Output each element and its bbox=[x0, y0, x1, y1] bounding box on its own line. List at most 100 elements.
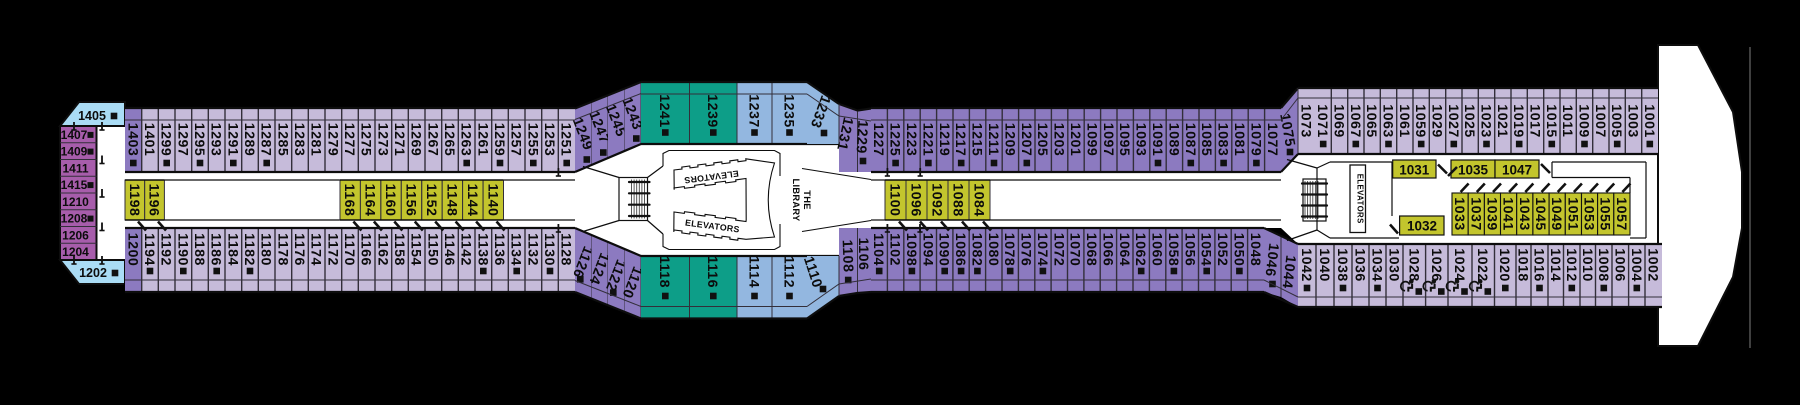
svg-text:1052: 1052 bbox=[1214, 233, 1230, 267]
svg-text:1102: 1102 bbox=[887, 233, 903, 266]
svg-text:1130: 1130 bbox=[541, 233, 557, 266]
svg-text:1042: 1042 bbox=[1298, 248, 1314, 282]
svg-text:1156: 1156 bbox=[403, 184, 419, 217]
svg-text:1116: 1116 bbox=[704, 256, 720, 288]
svg-text:1273: 1273 bbox=[374, 123, 390, 157]
svg-text:1164: 1164 bbox=[362, 184, 378, 217]
svg-text:1088: 1088 bbox=[950, 183, 966, 217]
svg-text:1104: 1104 bbox=[870, 233, 886, 266]
svg-text:1022: 1022 bbox=[1474, 248, 1490, 282]
svg-text:1040: 1040 bbox=[1316, 248, 1332, 282]
svg-text:1217: 1217 bbox=[952, 123, 968, 157]
svg-text:1018: 1018 bbox=[1515, 248, 1531, 282]
svg-text:1068: 1068 bbox=[1083, 233, 1099, 267]
svg-text:1158: 1158 bbox=[391, 233, 407, 266]
svg-text:1267: 1267 bbox=[424, 123, 440, 157]
svg-text:1057: 1057 bbox=[1613, 197, 1629, 231]
svg-text:1114: 1114 bbox=[746, 256, 762, 288]
svg-text:THE: THE bbox=[802, 190, 812, 210]
svg-text:1255: 1255 bbox=[524, 123, 540, 157]
svg-text:1403: 1403 bbox=[124, 123, 140, 157]
svg-text:1079: 1079 bbox=[1247, 123, 1263, 157]
svg-text:1026: 1026 bbox=[1428, 248, 1444, 282]
svg-text:1172: 1172 bbox=[324, 233, 340, 266]
svg-text:1055: 1055 bbox=[1597, 197, 1613, 231]
svg-text:1060: 1060 bbox=[1149, 233, 1165, 267]
svg-text:1295: 1295 bbox=[191, 123, 207, 157]
svg-text:1065: 1065 bbox=[1363, 104, 1379, 138]
svg-text:1027: 1027 bbox=[1445, 104, 1461, 138]
svg-text:1016: 1016 bbox=[1531, 248, 1547, 282]
svg-text:1205: 1205 bbox=[1034, 123, 1050, 157]
svg-text:1152: 1152 bbox=[423, 184, 439, 217]
svg-text:1210: 1210 bbox=[62, 195, 89, 209]
svg-text:1269: 1269 bbox=[408, 123, 424, 157]
svg-text:1182: 1182 bbox=[241, 233, 257, 266]
svg-text:1201: 1201 bbox=[1067, 123, 1083, 157]
svg-text:1081: 1081 bbox=[1231, 123, 1247, 157]
svg-text:1241: 1241 bbox=[656, 94, 672, 128]
svg-text:1032: 1032 bbox=[1407, 219, 1437, 234]
svg-text:1099: 1099 bbox=[1083, 123, 1099, 157]
svg-text:1084: 1084 bbox=[971, 183, 987, 217]
svg-text:1008: 1008 bbox=[1595, 248, 1611, 282]
svg-text:1094: 1094 bbox=[919, 233, 935, 267]
svg-text:1203: 1203 bbox=[1051, 123, 1067, 157]
svg-text:1239: 1239 bbox=[704, 94, 720, 128]
svg-text:1093: 1093 bbox=[1133, 123, 1149, 157]
svg-text:1108: 1108 bbox=[839, 239, 856, 272]
svg-text:1096: 1096 bbox=[908, 183, 924, 217]
svg-text:1091: 1091 bbox=[1149, 123, 1165, 157]
svg-text:1092: 1092 bbox=[929, 183, 945, 217]
svg-text:1006: 1006 bbox=[1611, 248, 1627, 282]
svg-text:1275: 1275 bbox=[358, 123, 374, 157]
svg-text:1025: 1025 bbox=[1461, 104, 1477, 138]
svg-text:1066: 1066 bbox=[1099, 233, 1115, 267]
svg-text:1077: 1077 bbox=[1264, 123, 1280, 157]
svg-text:1263: 1263 bbox=[458, 123, 474, 157]
svg-text:1061: 1061 bbox=[1396, 104, 1412, 138]
svg-text:1023: 1023 bbox=[1478, 104, 1494, 138]
svg-text:1059: 1059 bbox=[1412, 104, 1428, 138]
svg-text:1401: 1401 bbox=[141, 123, 157, 157]
svg-text:1089: 1089 bbox=[1165, 123, 1181, 157]
svg-text:1041: 1041 bbox=[1500, 197, 1516, 231]
svg-text:1070: 1070 bbox=[1067, 233, 1083, 267]
svg-text:1063: 1063 bbox=[1380, 104, 1396, 138]
svg-text:1277: 1277 bbox=[341, 123, 357, 157]
svg-text:1208: 1208 bbox=[61, 212, 88, 226]
svg-text:1415: 1415 bbox=[61, 178, 88, 192]
svg-text:1227: 1227 bbox=[870, 123, 886, 157]
svg-text:1054: 1054 bbox=[1198, 233, 1214, 267]
svg-text:1021: 1021 bbox=[1494, 104, 1510, 138]
svg-text:1225: 1225 bbox=[887, 123, 903, 157]
svg-text:1064: 1064 bbox=[1116, 233, 1132, 267]
svg-text:1154: 1154 bbox=[408, 233, 424, 266]
svg-text:1291: 1291 bbox=[224, 123, 240, 157]
svg-text:1215: 1215 bbox=[969, 123, 985, 157]
svg-text:LIBRARY: LIBRARY bbox=[791, 178, 801, 222]
svg-text:1097: 1097 bbox=[1100, 123, 1116, 157]
svg-text:1297: 1297 bbox=[174, 123, 190, 157]
svg-text:1073: 1073 bbox=[1298, 104, 1314, 138]
svg-text:1062: 1062 bbox=[1132, 233, 1148, 267]
svg-text:1075: 1075 bbox=[1276, 112, 1298, 148]
svg-text:1407: 1407 bbox=[61, 128, 88, 142]
svg-text:1024: 1024 bbox=[1451, 248, 1467, 282]
svg-text:1031: 1031 bbox=[1399, 163, 1430, 178]
svg-text:1078: 1078 bbox=[1001, 233, 1017, 267]
svg-text:1080: 1080 bbox=[985, 233, 1001, 267]
svg-text:1015: 1015 bbox=[1543, 104, 1559, 138]
svg-text:1049: 1049 bbox=[1548, 197, 1564, 231]
svg-text:1033: 1033 bbox=[1451, 197, 1467, 231]
svg-text:1087: 1087 bbox=[1182, 123, 1198, 157]
svg-text:1170: 1170 bbox=[341, 233, 357, 266]
svg-text:1009: 1009 bbox=[1576, 104, 1592, 138]
svg-text:1265: 1265 bbox=[441, 123, 457, 157]
svg-text:1050: 1050 bbox=[1230, 233, 1246, 267]
svg-text:1132: 1132 bbox=[524, 233, 540, 266]
svg-text:1200: 1200 bbox=[124, 233, 140, 267]
svg-text:1048: 1048 bbox=[1247, 233, 1263, 267]
svg-text:1144: 1144 bbox=[464, 184, 480, 217]
svg-text:1299: 1299 bbox=[158, 123, 174, 157]
